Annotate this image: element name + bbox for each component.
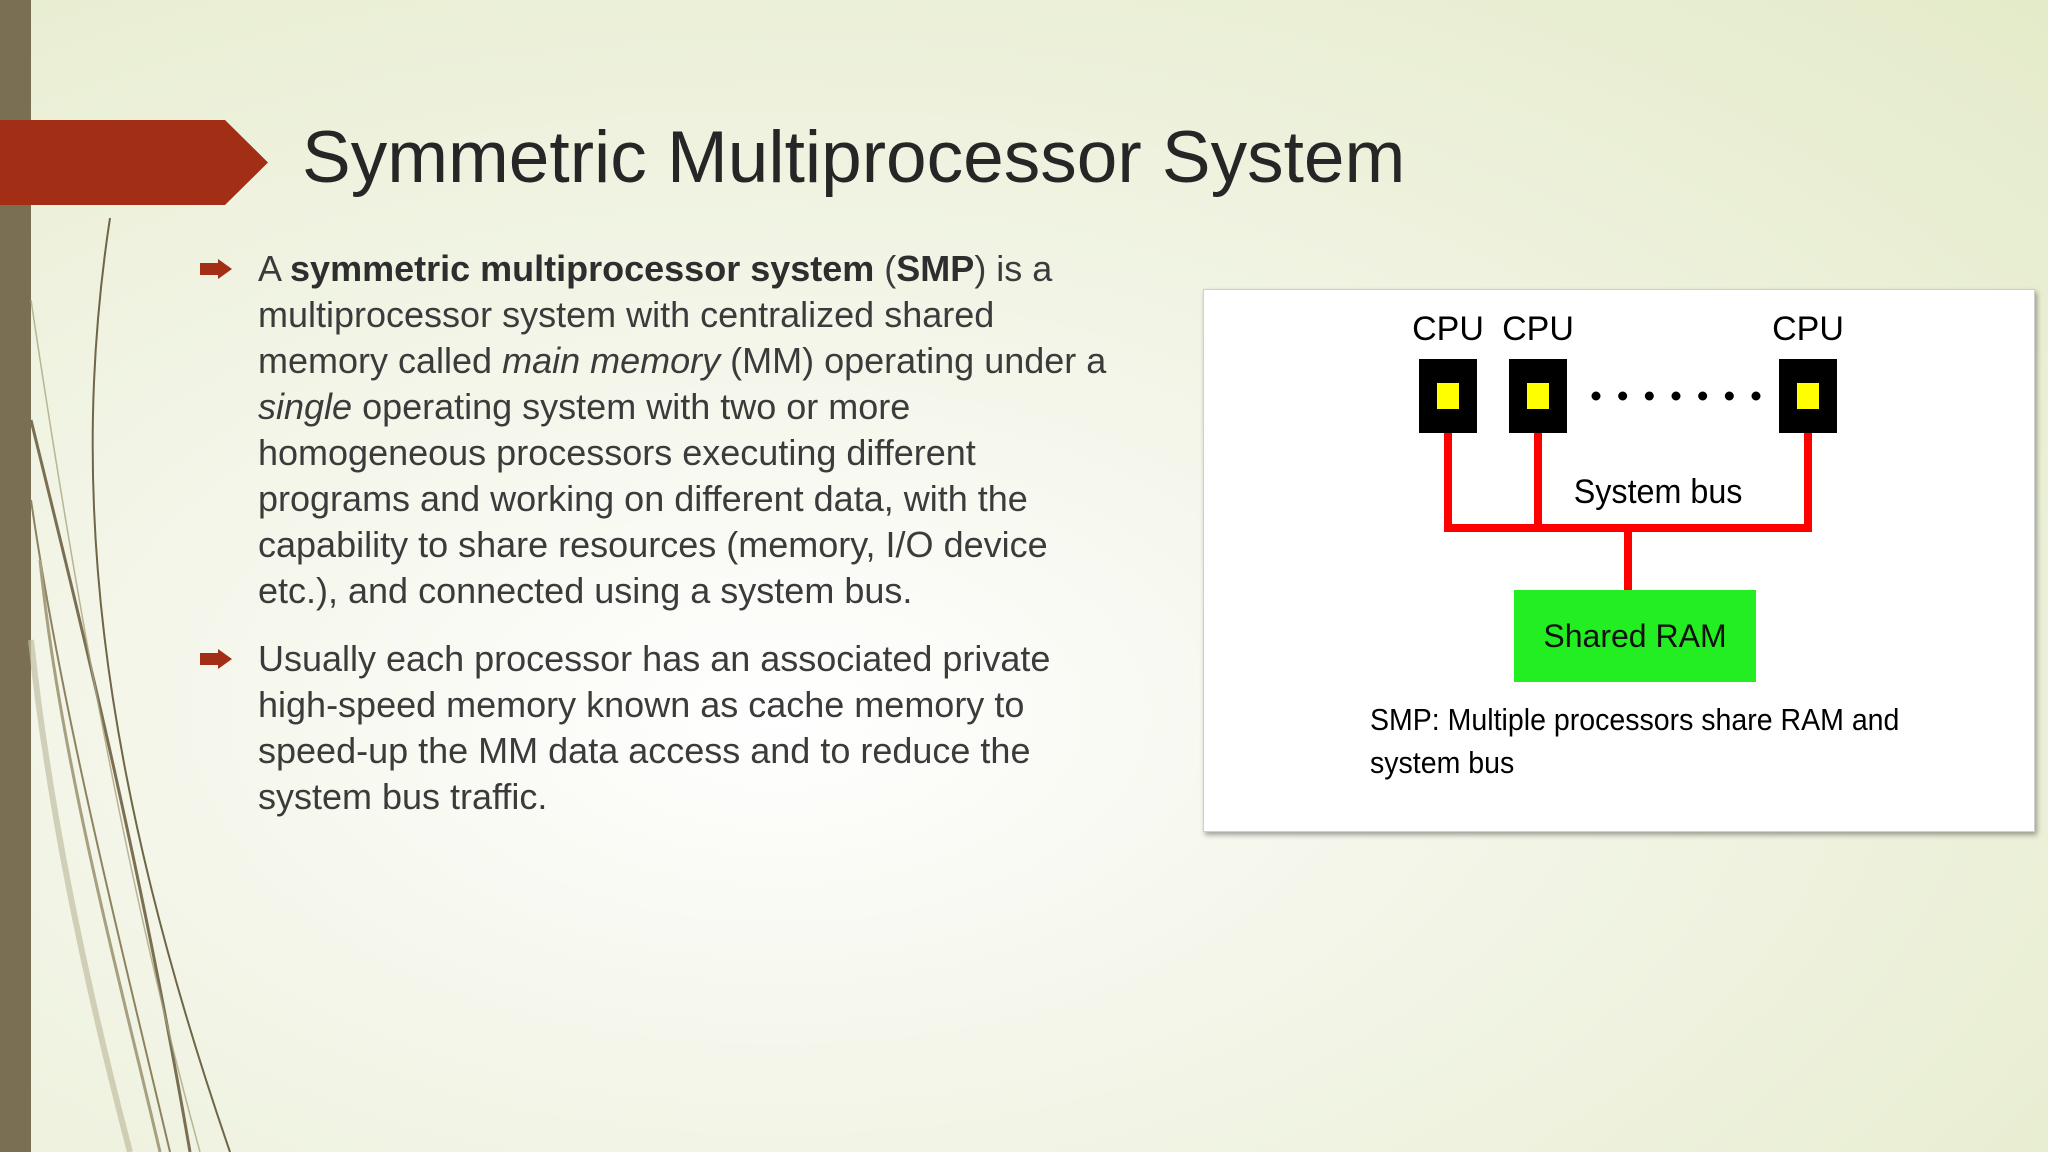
text-segment: (MM) operating under a [720,340,1107,381]
ellipsis-dot [1698,391,1708,401]
cpu-chip-icon [1779,359,1837,433]
shared-ram-label: Shared RAM [1543,618,1726,654]
system-bus-label: System bus [1574,473,1743,511]
ellipsis-dot [1751,391,1761,401]
smp-diagram: CPU CPU CPU System bus Shared RAM [1412,310,1844,682]
cpu-chip-icon [1509,359,1567,433]
ellipsis-dot [1644,391,1654,401]
italic-term: main memory [502,340,721,381]
ellipsis-dot [1591,391,1601,401]
title-accent-arrow [0,120,268,205]
text-segment: operating system with two or more homoge… [258,386,1048,611]
arrow-bullet-icon [200,259,232,279]
smp-diagram-figure: CPU CPU CPU System bus Shared RAM [1203,289,2035,832]
ellipsis-dots [1591,391,1761,401]
decorative-lines [28,217,231,1152]
text-segment: ( [874,248,897,289]
shared-ram-box [1514,590,1756,682]
italic-term: single [258,386,353,427]
bullet-text: A symmetric multiprocessor system (SMP) … [258,248,1106,611]
bullet-list: A symmetric multiprocessor system (SMP) … [200,246,1120,842]
cpu-chip-icon [1419,359,1477,433]
system-bus [1444,433,1812,590]
ellipsis-dot [1724,391,1734,401]
cpu-label-3: CPU [1772,310,1844,348]
cpu-label-1: CPU [1412,310,1484,348]
diagram-caption: SMP: Multiple processors share RAM and s… [1370,702,1900,780]
ellipsis-dot [1618,391,1628,401]
bullet-text: Usually each processor has an associated… [258,638,1051,817]
cpu-label-2: CPU [1502,310,1574,348]
ellipsis-dot [1671,391,1681,401]
bullet-item: Usually each processor has an associated… [200,636,1120,820]
bullet-item: A symmetric multiprocessor system (SMP) … [200,246,1120,614]
arrow-bullet-icon [200,649,232,669]
bold-acronym: SMP [896,248,975,289]
slide-title: Symmetric Multiprocessor System [302,117,1406,198]
text-segment: A [258,248,291,289]
text-segment: ) is a multiprocessor system with centra… [258,248,1053,381]
bold-term: symmetric multiprocessor system [290,248,875,289]
